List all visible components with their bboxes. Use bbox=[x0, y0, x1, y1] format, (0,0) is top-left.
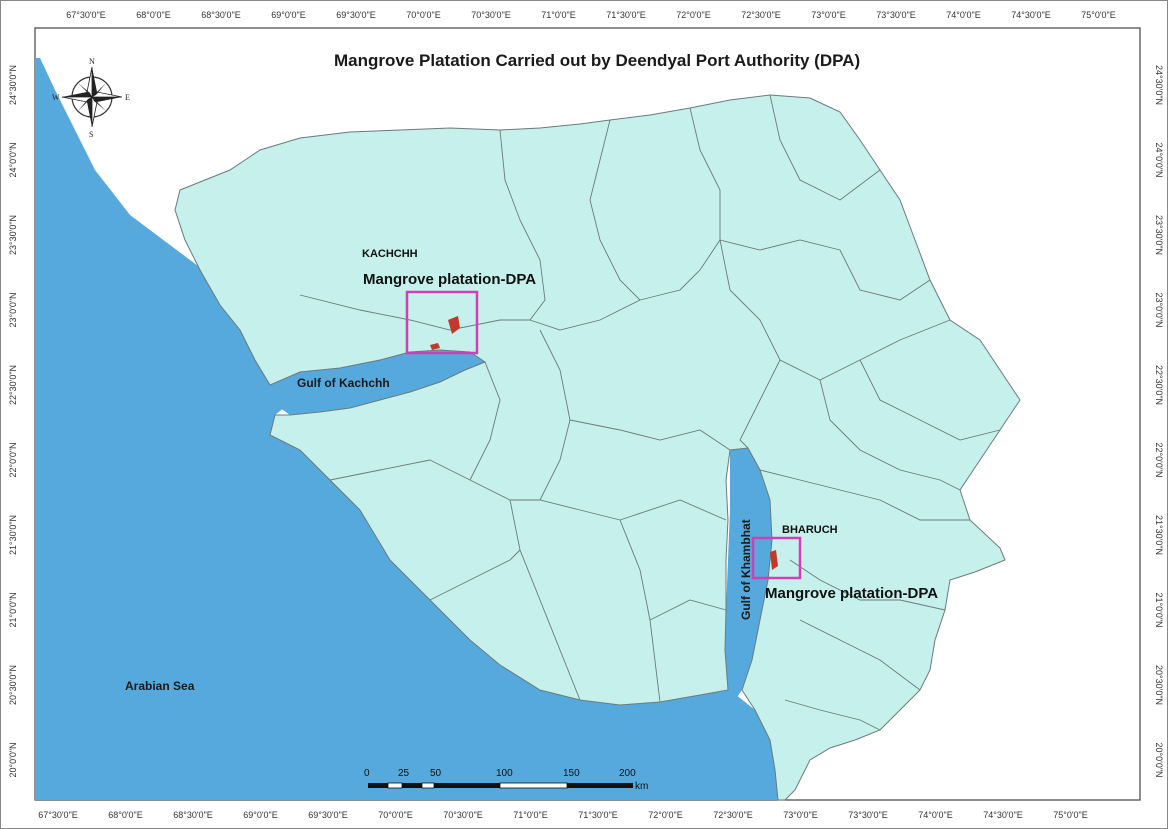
right-tick-label: 23°0'0"N bbox=[1154, 292, 1164, 327]
top-tick-label: 74°30'0"E bbox=[1011, 10, 1051, 20]
top-tick-label: 72°30'0"E bbox=[741, 10, 781, 20]
bottom-tick-label: 70°0'0"E bbox=[378, 810, 413, 820]
bottom-tick-label: 70°30'0"E bbox=[443, 810, 483, 820]
bottom-tick-label: 67°30'0"E bbox=[38, 810, 78, 820]
right-tick-label: 23°30'0"N bbox=[1154, 215, 1164, 255]
label-mangrove-dpa-kachchh: Mangrove platation-DPA bbox=[363, 271, 536, 288]
left-tick-label: 20°30'0"N bbox=[8, 665, 18, 705]
bottom-tick-label: 72°0'0"E bbox=[648, 810, 683, 820]
bottom-tick-label: 71°0'0"E bbox=[513, 810, 548, 820]
top-tick-label: 69°30'0"E bbox=[336, 10, 376, 20]
left-tick-label: 23°0'0"N bbox=[8, 292, 18, 327]
left-tick-label: 22°0'0"N bbox=[8, 442, 18, 477]
compass-n: N bbox=[89, 57, 95, 66]
bottom-tick-label: 71°30'0"E bbox=[578, 810, 618, 820]
label-gulf-of-kachchh: Gulf of Kachchh bbox=[297, 376, 390, 390]
right-tick-label: 20°0'0"N bbox=[1154, 742, 1164, 777]
map-title: Mangrove Platation Carried out by Deendy… bbox=[334, 51, 860, 70]
scale-bar: 0 25 50 100 150 200 km bbox=[364, 768, 648, 792]
mangrove-highlight-box-kachchh bbox=[405, 290, 479, 355]
label-mangrove-dpa-bharuch: Mangrove platation-DPA bbox=[765, 585, 938, 602]
bottom-tick-label: 75°0'0"E bbox=[1053, 810, 1088, 820]
left-tick-label: 21°30'0"N bbox=[8, 515, 18, 555]
left-latitude-ticks: 24°30'0"N 24°0'0"N 23°30'0"N 23°0'0"N 22°30'… bbox=[8, 65, 18, 778]
scale-tick-label: 50 bbox=[430, 768, 442, 779]
compass-rose: N S W E bbox=[52, 57, 130, 139]
label-kachchh: KACHCHH bbox=[362, 248, 418, 260]
right-tick-label: 24°0'0"N bbox=[1154, 142, 1164, 177]
left-tick-label: 21°0'0"N bbox=[8, 592, 18, 627]
label-arabian-sea: Arabian Sea bbox=[125, 679, 195, 693]
mangrove-highlight-box-bharuch bbox=[751, 536, 802, 580]
right-tick-label: 21°30'0"N bbox=[1154, 515, 1164, 555]
bottom-tick-label: 72°30'0"E bbox=[713, 810, 753, 820]
right-tick-label: 22°30'0"N bbox=[1154, 365, 1164, 405]
top-tick-label: 68°30'0"E bbox=[201, 10, 241, 20]
bottom-tick-label: 68°0'0"E bbox=[108, 810, 143, 820]
top-tick-label: 73°0'0"E bbox=[811, 10, 846, 20]
label-gulf-of-khambhat: Gulf of Khambhat bbox=[739, 519, 753, 620]
top-tick-label: 69°0'0"E bbox=[271, 10, 306, 20]
bottom-tick-label: 68°30'0"E bbox=[173, 810, 213, 820]
scale-tick-label: 100 bbox=[496, 768, 513, 779]
mangrove-patch-bharuch bbox=[770, 550, 778, 570]
right-tick-label: 22°0'0"N bbox=[1154, 442, 1164, 477]
left-tick-label: 23°30'0"N bbox=[8, 215, 18, 255]
left-tick-label: 24°0'0"N bbox=[8, 142, 18, 177]
left-tick-label: 24°30'0"N bbox=[8, 65, 18, 105]
right-tick-label: 24°30'0"N bbox=[1154, 65, 1164, 105]
land-gujarat bbox=[174, 94, 1021, 801]
right-tick-label: 20°30'0"N bbox=[1154, 665, 1164, 705]
right-latitude-ticks: 24°30'0"N 24°0'0"N 23°30'0"N 23°0'0"N 22°30'… bbox=[1154, 65, 1164, 778]
top-tick-label: 75°0'0"E bbox=[1081, 10, 1116, 20]
bottom-tick-label: 74°30'0"E bbox=[983, 810, 1023, 820]
bottom-tick-label: 74°0'0"E bbox=[918, 810, 953, 820]
scale-tick-label: 0 bbox=[364, 768, 370, 779]
left-tick-label: 20°0'0"N bbox=[8, 742, 18, 777]
bottom-tick-label: 69°0'0"E bbox=[243, 810, 278, 820]
bottom-tick-label: 73°0'0"E bbox=[783, 810, 818, 820]
top-longitude-ticks: 67°30'0"E 68°0'0"E 68°30'0"E 69°0'0"E 69°30'… bbox=[66, 10, 1116, 20]
top-tick-label: 72°0'0"E bbox=[676, 10, 711, 20]
district-boundaries bbox=[299, 94, 1001, 731]
left-tick-label: 22°30'0"N bbox=[8, 365, 18, 405]
map-panel: Mangrove Platation Carried out by Deendy… bbox=[34, 27, 1141, 801]
top-tick-label: 73°30'0"E bbox=[876, 10, 916, 20]
mangrove-patch-kachchh bbox=[448, 316, 460, 334]
bottom-tick-label: 73°30'0"E bbox=[848, 810, 888, 820]
scale-tick-label: 25 bbox=[398, 768, 410, 779]
top-tick-label: 71°30'0"E bbox=[606, 10, 646, 20]
top-tick-label: 67°30'0"E bbox=[66, 10, 106, 20]
label-bharuch: BHARUCH bbox=[782, 524, 838, 536]
scale-unit: km bbox=[635, 781, 648, 792]
scale-tick-label: 150 bbox=[563, 768, 580, 779]
right-tick-label: 21°0'0"N bbox=[1154, 592, 1164, 627]
compass-e: E bbox=[125, 93, 130, 102]
top-tick-label: 74°0'0"E bbox=[946, 10, 981, 20]
bottom-tick-label: 69°30'0"E bbox=[308, 810, 348, 820]
top-tick-label: 71°0'0"E bbox=[541, 10, 576, 20]
top-tick-label: 70°30'0"E bbox=[471, 10, 511, 20]
bottom-longitude-ticks: 67°30'0"E 68°0'0"E 68°30'0"E 69°0'0"E 69°30'… bbox=[38, 810, 1088, 820]
top-tick-label: 68°0'0"E bbox=[136, 10, 171, 20]
top-tick-label: 70°0'0"E bbox=[406, 10, 441, 20]
sea-area bbox=[35, 58, 778, 800]
compass-w: W bbox=[52, 93, 60, 102]
compass-s: S bbox=[89, 130, 93, 139]
scale-tick-label: 200 bbox=[619, 768, 636, 779]
